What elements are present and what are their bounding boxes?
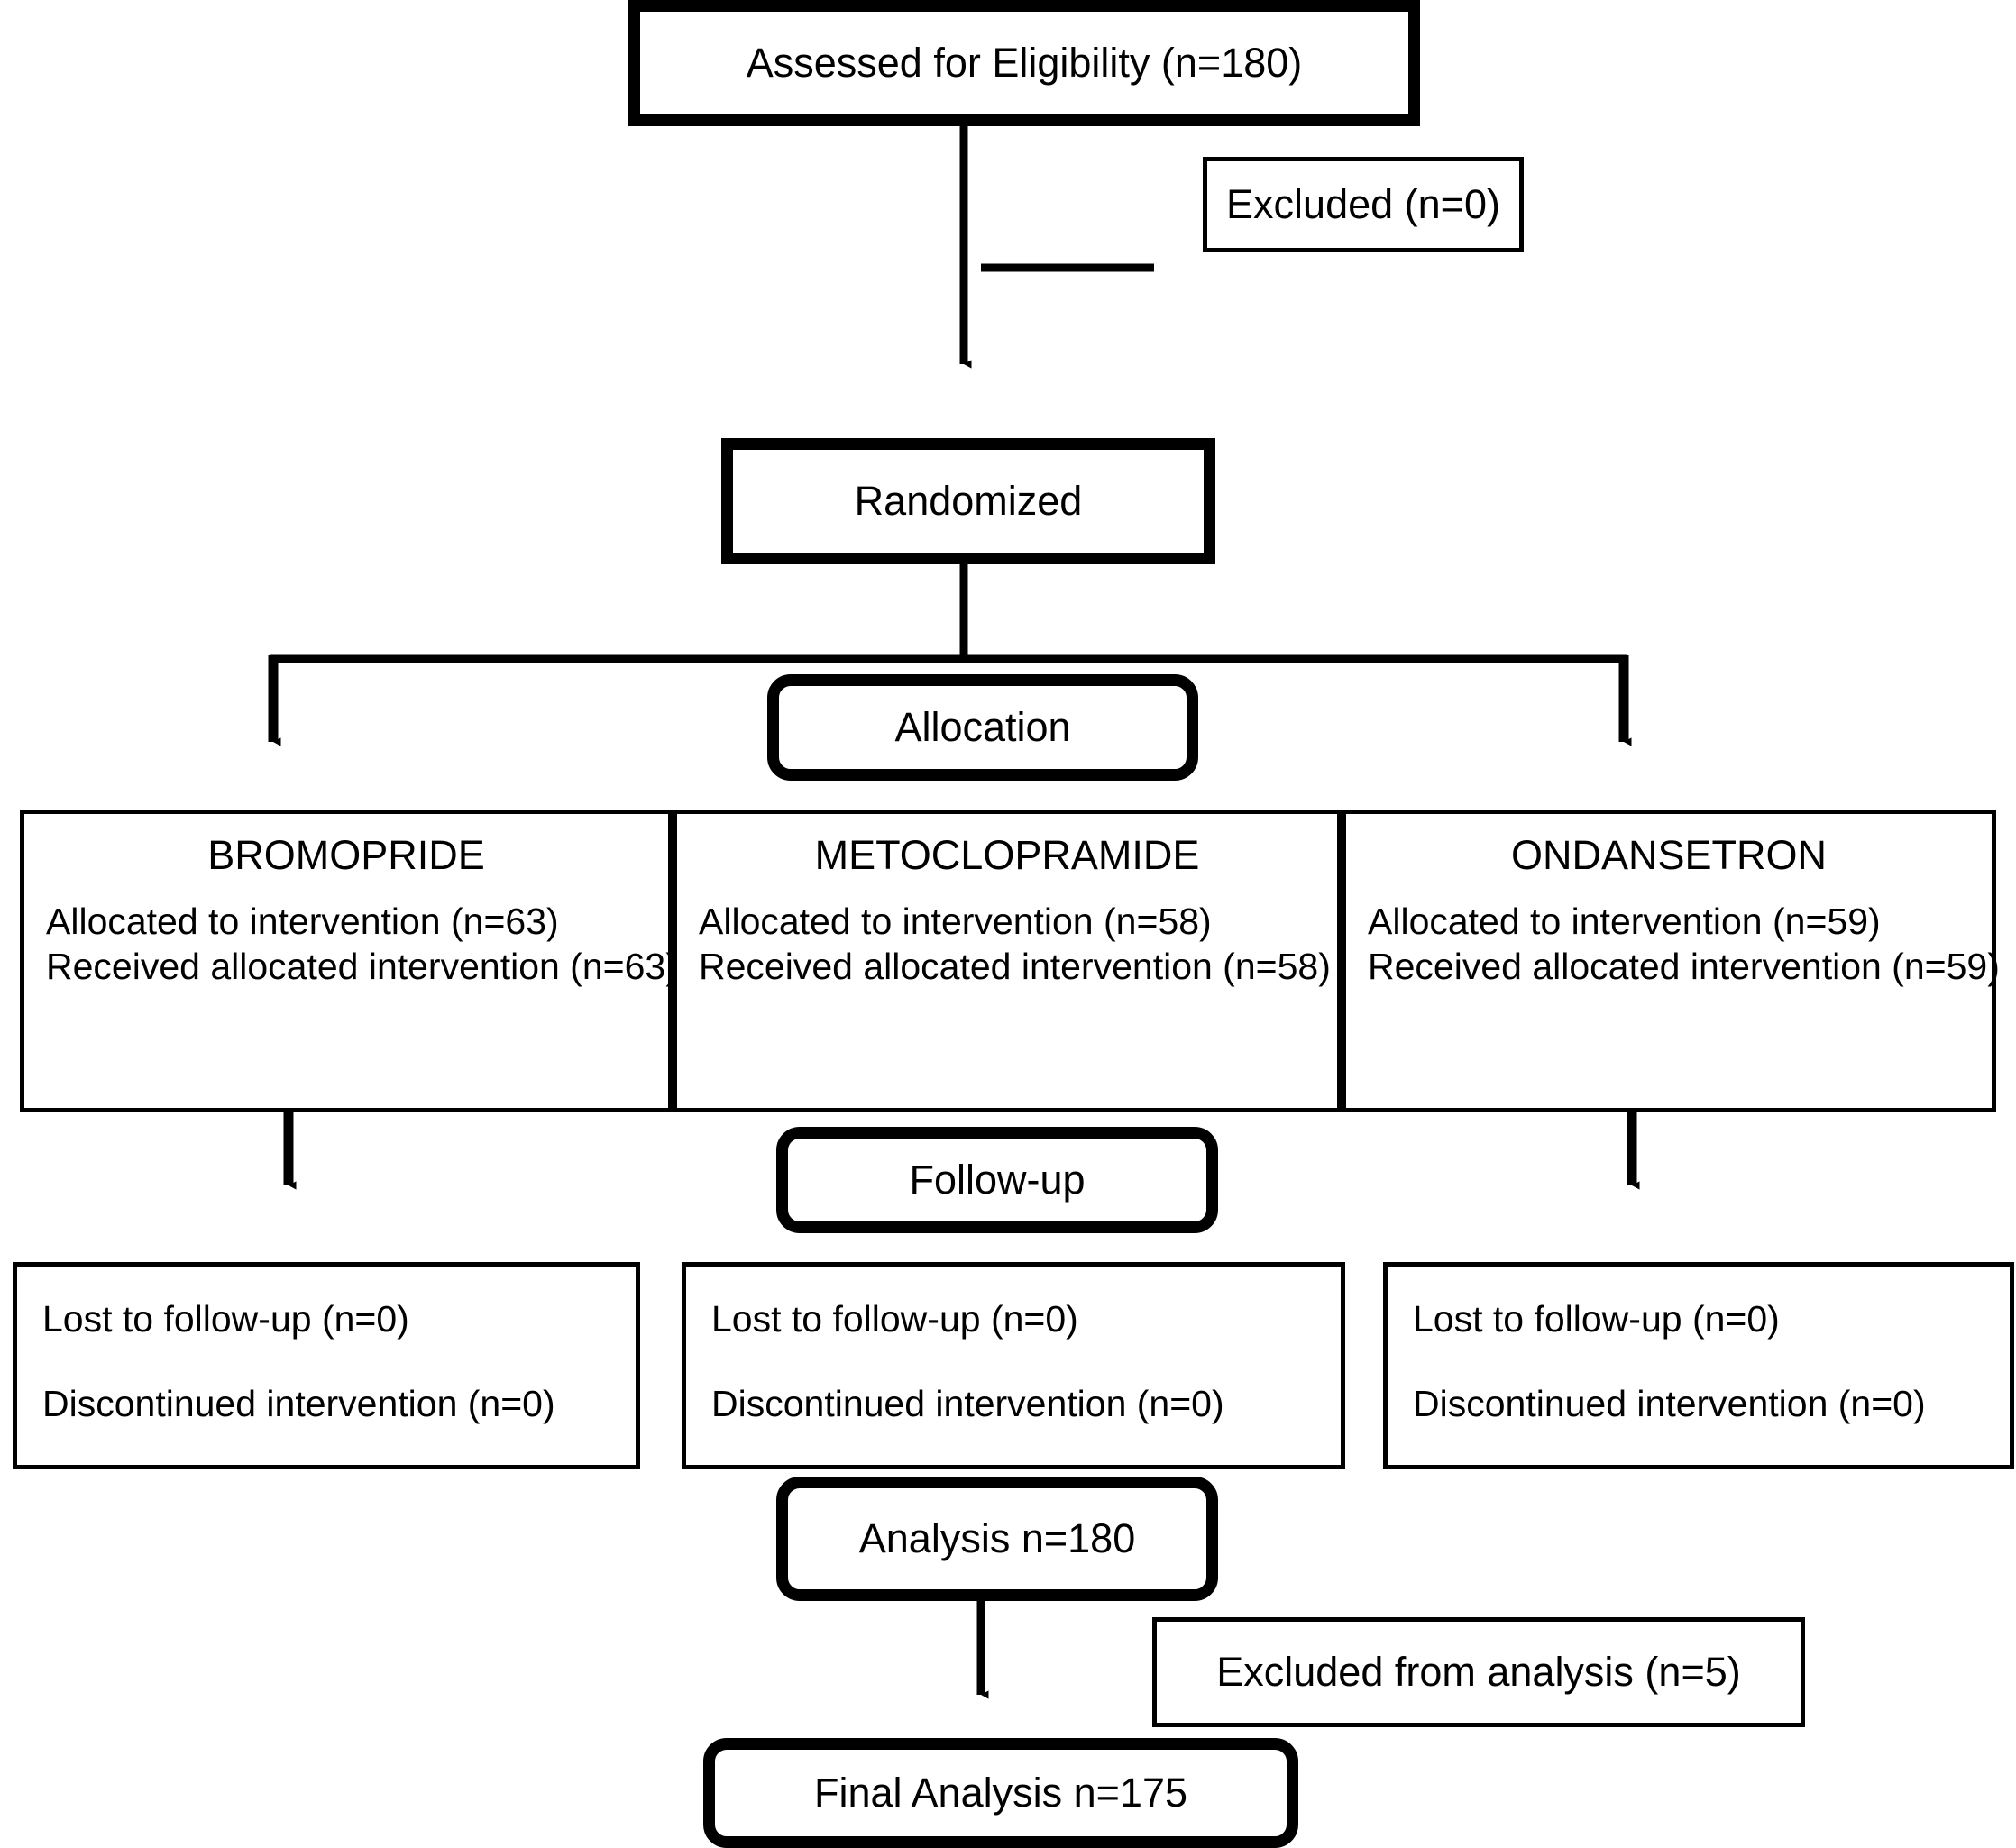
followup-line: Discontinued intervention (n=0) [1413,1382,1926,1424]
node-allocation-bromopride: BROMOPRIDE Allocated to intervention (n=… [20,810,678,1112]
followup-line: Lost to follow-up (n=0) [42,1298,409,1340]
allocation-group-title: BROMOPRIDE [207,832,485,878]
node-allocation-ondansetron: ONDANSETRON Allocated to intervention (n… [1342,810,2000,1112]
followup-line: Lost to follow-up (n=0) [711,1298,1078,1340]
stage-banner-followup: Follow-up [776,1127,1218,1233]
randomized-label: Randomized [854,477,1083,524]
node-final-analysis: Final Analysis n=175 [703,1738,1298,1848]
node-followup-metoclopramide: Lost to follow-up (n=0) Discontinued int… [682,1262,1345,1469]
allocation-group-title: ONDANSETRON [1510,832,1828,878]
followup-line: Discontinued intervention (n=0) [42,1382,555,1424]
stage-banner-allocation: Allocation [767,674,1198,781]
allocation-stage-label: Allocation [894,703,1071,750]
followup-line: Discontinued intervention (n=0) [711,1382,1224,1424]
allocation-group-line: Allocated to intervention (n=63) [46,901,559,943]
allocation-group-line: Received allocated intervention (n=58) [699,946,1331,988]
allocation-group-line: Allocated to intervention (n=59) [1368,901,1881,943]
followup-stage-label: Follow-up [909,1156,1086,1203]
node-followup-ondansetron: Lost to follow-up (n=0) Discontinued int… [1383,1262,2014,1469]
followup-line: Lost to follow-up (n=0) [1413,1298,1780,1340]
allocation-group-title: METOCLOPRAMIDE [814,832,1200,878]
node-randomized: Randomized [721,438,1215,564]
node-assessed-for-eligibility: Assessed for Eligibility (n=180) [628,0,1420,126]
allocation-group-line: Received allocated intervention (n=59) [1368,946,2000,988]
final-analysis-label: Final Analysis n=175 [813,1769,1187,1816]
analysis-label: Analysis n=180 [858,1514,1136,1561]
node-excluded: Excluded (n=0) [1203,157,1524,252]
node-analysis: Analysis n=180 [776,1477,1218,1601]
excluded-label: Excluded (n=0) [1226,180,1500,227]
node-followup-bromopride: Lost to follow-up (n=0) Discontinued int… [13,1262,640,1469]
allocation-group-line: Allocated to intervention (n=58) [699,901,1212,943]
node-excluded-from-analysis: Excluded from analysis (n=5) [1152,1617,1805,1727]
node-allocation-metoclopramide: METOCLOPRAMIDE Allocated to intervention… [673,810,1342,1112]
excluded-from-analysis-label: Excluded from analysis (n=5) [1216,1648,1741,1695]
assessed-label: Assessed for Eligibility (n=180) [746,39,1303,86]
allocation-group-line: Received allocated intervention (n=63) [46,946,678,988]
